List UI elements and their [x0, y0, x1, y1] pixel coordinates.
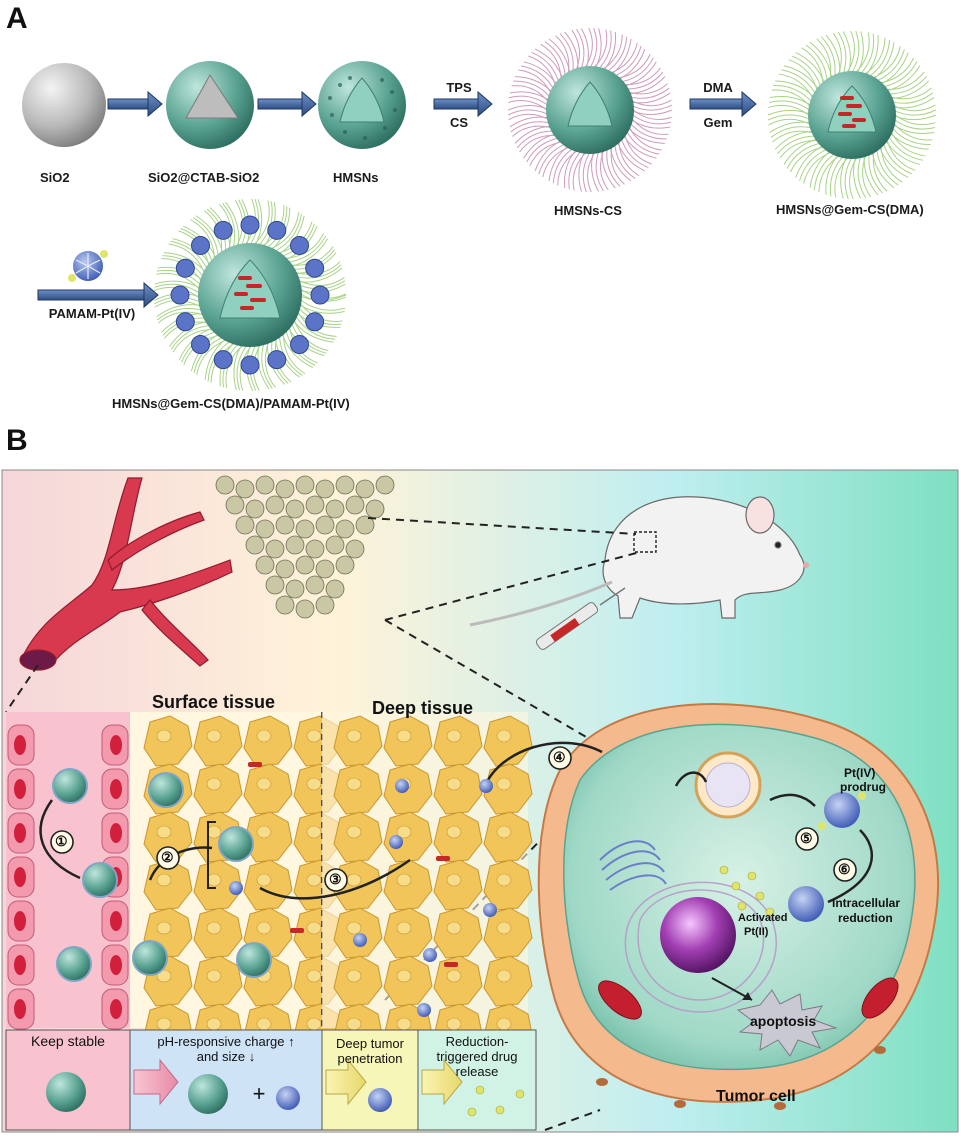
- dashed-connectors: [5, 517, 641, 1131]
- pamam-ball: [289, 236, 309, 256]
- arrow-label-dma: DMA: [703, 80, 733, 95]
- pt-iv-dendrimer: [818, 792, 866, 830]
- pamam-ball: [310, 285, 330, 305]
- syringe: [535, 587, 626, 650]
- cell-arrows: [674, 771, 874, 904]
- mouse-inset-box: [633, 531, 657, 553]
- blood-vessel: [19, 477, 233, 671]
- step-3: ③: [329, 871, 342, 887]
- legend-deep-line1: Deep tumor: [336, 1036, 404, 1051]
- step-5: ⑤: [800, 830, 813, 846]
- endoplasmic-reticulum: [624, 881, 777, 1013]
- label-sio2-ctab: SiO2@CTAB-SiO2: [148, 170, 260, 185]
- pamam-ball: [289, 334, 309, 354]
- legend-particles: [46, 1072, 525, 1117]
- step-2: ②: [161, 849, 174, 865]
- arrow-label-gem: Gem: [703, 115, 733, 130]
- legend-red-line1: Reduction-: [445, 1034, 509, 1049]
- pamam-ball: [191, 236, 211, 256]
- surface-tissue-label: Surface tissue: [152, 692, 276, 712]
- arrow-label-pamam: PAMAM-Pt(IV): [48, 306, 136, 321]
- pamam-ball: [240, 215, 260, 235]
- pt-iv-label-2: prodrug: [840, 780, 886, 794]
- label-sio2: SiO2: [40, 170, 70, 185]
- pamam-dendrimer: [68, 250, 108, 282]
- label-hmsns: HMSNs: [333, 170, 379, 185]
- pamam-ball: [213, 350, 233, 370]
- tumor-mass: [215, 475, 395, 619]
- label-hmsns-gem: HMSNs@Gem-CS(DMA): [776, 202, 924, 217]
- golgi: [599, 840, 667, 891]
- label-hmsns-cs: HMSNs-CS: [554, 203, 622, 218]
- deep-tissue-label: Deep tissue: [372, 698, 474, 718]
- apoptosis-label: apoptosis: [750, 1013, 817, 1029]
- intracellular-label-2: reduction: [838, 911, 893, 925]
- panel-a-diagram: [22, 27, 937, 392]
- sio2-sphere: [22, 63, 106, 147]
- pt-iv-label-1: Pt(IV): [844, 766, 876, 780]
- legend-deep-line2: penetration: [337, 1051, 403, 1066]
- arrow-label-tps: TPS: [446, 80, 472, 95]
- mouse: [469, 496, 809, 627]
- legend-red-line3: release: [455, 1064, 499, 1079]
- bracket: [207, 821, 216, 889]
- legend-plus: +: [252, 1081, 266, 1106]
- pamam-ball: [305, 258, 325, 278]
- final-particle: [153, 198, 347, 392]
- mitochondria: [598, 977, 899, 1020]
- legend-red-line2: triggered drug: [436, 1049, 518, 1064]
- label-final: HMSNs@Gem-CS(DMA)/PAMAM-Pt(IV): [112, 396, 350, 411]
- panel-a-letter: A: [6, 2, 28, 35]
- legend-ph-line1: pH-responsive charge ↑: [157, 1034, 295, 1049]
- activated-label-1: Activated: [738, 912, 788, 924]
- panel-b-letter: B: [6, 424, 28, 457]
- apoptosis-burst: [736, 989, 838, 1057]
- pamam-ball: [191, 334, 211, 354]
- pamam-ball: [213, 220, 233, 240]
- pamam-ball: [305, 312, 325, 332]
- pamam-ball: [170, 285, 190, 305]
- pamam-ball: [267, 220, 287, 240]
- pamam-ball: [267, 350, 287, 370]
- arrow-label-cs: CS: [449, 115, 469, 130]
- tumor-cell-label: Tumor cell: [716, 1088, 796, 1105]
- step-6: ⑥: [838, 861, 851, 877]
- reduced-dendrimer: [788, 886, 824, 922]
- activated-label-2: Pt(II): [744, 926, 769, 938]
- intracellular-label-1: Intracellular: [832, 896, 901, 910]
- step-4: ④: [553, 749, 566, 765]
- nucleus: [660, 897, 736, 973]
- legend-ph-line2: and size ↓: [196, 1049, 256, 1064]
- step-1: ①: [55, 833, 68, 849]
- released-drug-dots: [719, 865, 775, 917]
- step-markers: [50, 746, 857, 892]
- pamam-ball: [240, 355, 260, 375]
- legend-keep-stable: Keep stable: [31, 1033, 105, 1049]
- pamam-ball: [175, 258, 195, 278]
- pamam-ball: [175, 312, 195, 332]
